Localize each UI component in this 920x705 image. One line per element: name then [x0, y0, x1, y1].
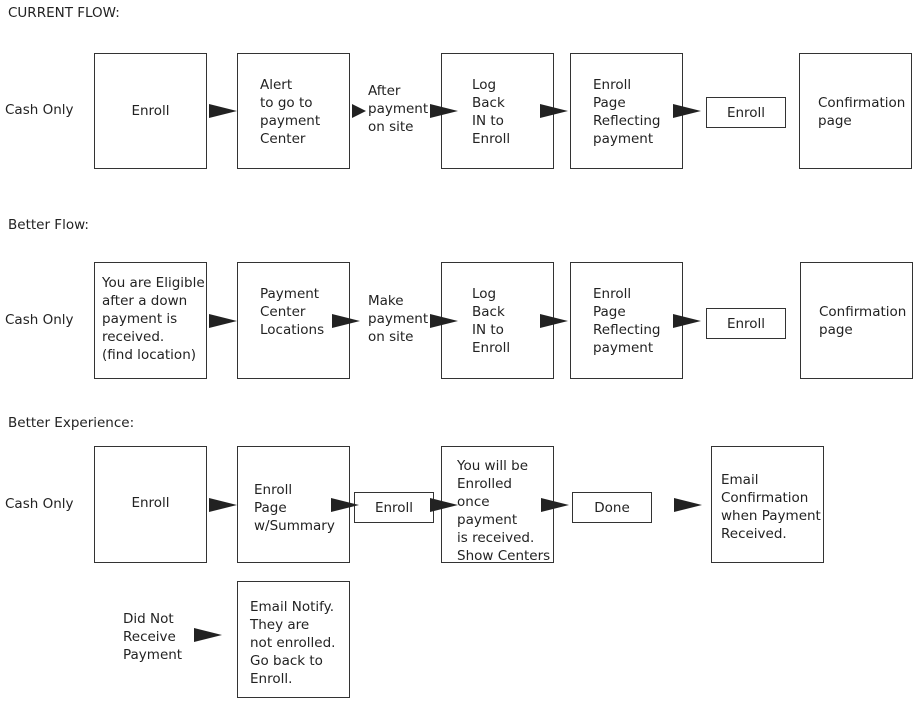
current-enroll-button[interactable]: Enroll	[706, 97, 786, 128]
experience-step-email-confirmation: Email Confirmation when Payment Received…	[711, 446, 824, 563]
section-title-current-flow: CURRENT FLOW:	[8, 5, 120, 21]
section-title-better-flow: Better Flow:	[8, 217, 89, 233]
experience-step-pending: You will be Enrolled once payment is rec…	[441, 446, 554, 564]
current-step-login-text: Log Back IN to Enroll	[472, 77, 511, 147]
arrow-icon	[540, 104, 568, 118]
better-flow-step-confirmation: Confirmation page	[800, 262, 913, 379]
better-flow-step-login-text: Log Back IN to Enroll	[472, 286, 511, 356]
arrow-icon	[673, 104, 701, 118]
current-step-enroll-text: Enroll	[131, 103, 170, 119]
arrow-icon	[209, 314, 237, 328]
current-step-enroll: Enroll	[94, 53, 207, 169]
arrow-icon	[352, 104, 366, 118]
arrow-icon	[430, 104, 458, 118]
better-flow-between-label: Make payment on site	[368, 293, 429, 345]
current-step-alert-text: Alert to go to payment Center	[260, 77, 321, 147]
experience-step-enroll-summary-text: Enroll Page w/Summary	[254, 482, 335, 534]
arrow-icon	[209, 498, 237, 512]
experience-enroll-button-label: Enroll	[374, 499, 414, 516]
section-title-better-experience: Better Experience:	[8, 415, 135, 431]
experience-enroll-button[interactable]: Enroll	[354, 492, 434, 523]
better-flow-step-login: Log Back IN to Enroll	[441, 262, 554, 379]
experience-alt-label: Did Not Receive Payment	[123, 611, 183, 663]
arrow-icon	[194, 628, 222, 642]
experience-step-email-confirmation-text: Email Confirmation when Payment Received…	[721, 472, 821, 542]
better-flow-enroll-button-label: Enroll	[726, 315, 766, 332]
arrow-icon	[674, 498, 702, 512]
arrow-icon	[332, 314, 360, 328]
current-enroll-button-label: Enroll	[726, 104, 766, 121]
current-step-confirmation-text: Confirmation page	[818, 95, 906, 129]
experience-step-pending-text: You will be Enrolled once payment is rec…	[457, 458, 551, 564]
better-flow-step-eligible: You are Eligible after a down payment is…	[94, 262, 207, 379]
experience-step-email-notify: Email Notify. They are not enrolled. Go …	[237, 581, 350, 698]
row-label-better-flow: Cash Only	[5, 312, 74, 328]
current-between-label: After payment on site	[368, 83, 429, 135]
better-flow-step-confirmation-text: Confirmation page	[819, 304, 907, 338]
current-step-enroll-page: Enroll Page Reflecting payment	[570, 53, 683, 169]
row-label-better-experience: Cash Only	[5, 496, 74, 512]
current-step-login: Log Back IN to Enroll	[441, 53, 554, 169]
current-step-confirmation: Confirmation page	[799, 53, 912, 169]
better-flow-step-payment-center-text: Payment Center Locations	[260, 286, 325, 338]
arrow-icon	[209, 104, 237, 118]
better-flow-step-enroll-page-text: Enroll Page Reflecting payment	[593, 286, 661, 356]
experience-step-enroll: Enroll	[94, 446, 207, 563]
experience-done-button[interactable]: Done	[572, 492, 652, 523]
arrow-icon	[331, 498, 359, 512]
current-step-alert: Alert to go to payment Center	[237, 53, 350, 169]
better-flow-enroll-button[interactable]: Enroll	[706, 308, 786, 339]
better-flow-step-payment-center: Payment Center Locations	[237, 262, 350, 379]
arrow-icon	[430, 498, 458, 512]
experience-done-button-label: Done	[594, 499, 630, 516]
arrow-icon	[673, 314, 701, 328]
better-flow-step-eligible-text: You are Eligible after a down payment is…	[102, 275, 205, 363]
current-step-enroll-page-text: Enroll Page Reflecting payment	[593, 77, 661, 147]
row-label-current-flow: Cash Only	[5, 102, 74, 118]
arrow-icon	[541, 498, 569, 512]
experience-step-email-notify-text: Email Notify. They are not enrolled. Go …	[250, 599, 336, 687]
experience-step-enroll-text: Enroll	[131, 495, 170, 511]
arrow-icon	[540, 314, 568, 328]
arrow-icon	[430, 314, 458, 328]
